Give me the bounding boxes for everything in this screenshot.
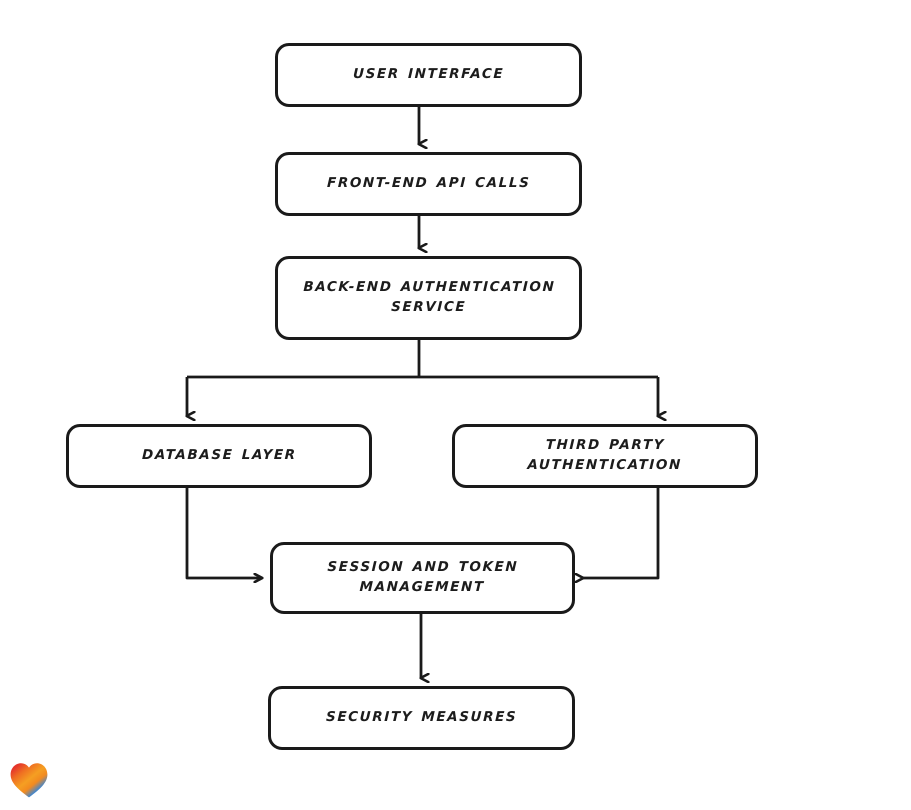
- node-database-layer[interactable]: Database Layer: [66, 424, 372, 488]
- node-back-end-authentication-service-label: Back-End Authentication Service: [302, 279, 556, 315]
- node-security-measures[interactable]: Security Measures: [268, 686, 575, 750]
- node-database-layer-label: Database Layer: [141, 447, 297, 464]
- node-front-end-api-calls[interactable]: Front-End API Calls: [275, 152, 582, 216]
- node-session-and-token-management[interactable]: Session and Token Management: [270, 542, 575, 614]
- edge-database-to-session: [185, 488, 262, 578]
- node-user-interface-label: User Interface: [352, 66, 505, 83]
- node-front-end-api-calls-label: Front-End API Calls: [326, 175, 531, 192]
- node-user-interface[interactable]: User Interface: [275, 43, 582, 107]
- heart-icon: [10, 763, 48, 798]
- node-third-party-authentication-label: Third Party Authentication: [527, 437, 683, 473]
- node-third-party-authentication[interactable]: Third Party Authentication: [452, 424, 758, 488]
- node-session-and-token-management-label: Session and Token Management: [327, 559, 519, 595]
- node-back-end-authentication-service[interactable]: Back-End Authentication Service: [275, 256, 582, 340]
- edge-thirdparty-to-session: [583, 488, 660, 578]
- node-security-measures-label: Security Measures: [325, 709, 518, 726]
